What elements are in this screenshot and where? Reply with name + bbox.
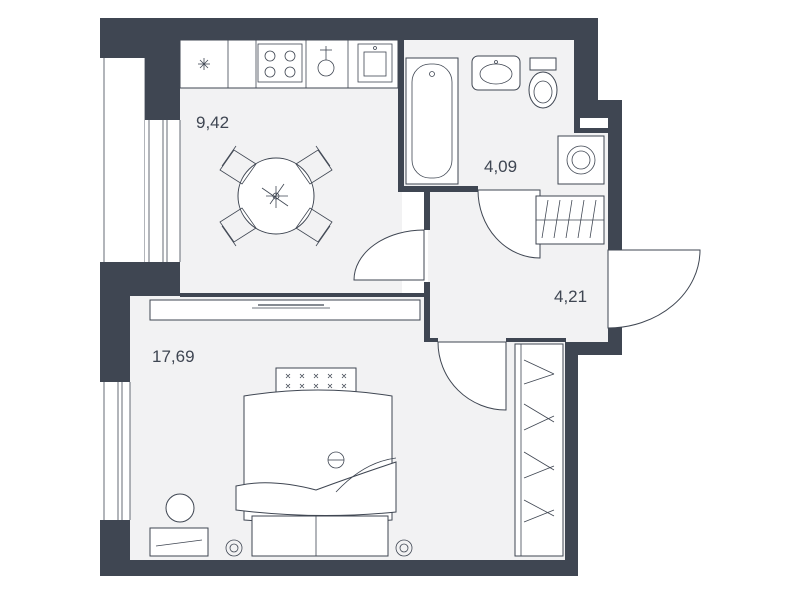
kitchen-area-label: 9,42 <box>196 113 229 132</box>
flowers-icon <box>261 183 289 208</box>
faucet-icon <box>317 46 335 77</box>
doors <box>353 189 701 411</box>
bed <box>235 367 397 557</box>
windows <box>100 58 622 520</box>
ball-icon <box>327 451 345 469</box>
living-room-window <box>100 382 131 520</box>
toilet <box>528 57 558 109</box>
bathroom-door <box>477 189 541 259</box>
lamp-right-icon <box>395 539 413 557</box>
kitchen-counter <box>179 39 399 89</box>
chair-icon <box>219 207 257 247</box>
bathroom-area-label: 4,09 <box>484 157 517 176</box>
area-labels: 9,42 4,09 4,21 17,69 <box>152 113 587 366</box>
bathtub <box>405 57 459 185</box>
nightstand-left <box>149 493 209 557</box>
entrance-door <box>607 249 701 329</box>
closet <box>514 343 564 557</box>
lamp-left-icon <box>225 539 243 557</box>
chair-icon <box>295 145 333 185</box>
stove-icon <box>257 43 303 83</box>
walls <box>100 18 622 576</box>
dining-table <box>219 145 333 247</box>
washing-machine <box>557 135 605 185</box>
living-room-door <box>437 341 507 411</box>
kitchen-door <box>353 229 425 281</box>
kitchen-window <box>100 58 181 262</box>
chair-icon <box>219 145 257 185</box>
hallway-wardrobe <box>535 195 605 245</box>
living-room-area-label: 17,69 <box>152 347 195 366</box>
washbasin <box>471 55 521 91</box>
tv-stand <box>149 299 421 321</box>
hallway-area-label: 4,21 <box>554 287 587 306</box>
fridge-icon <box>198 58 210 70</box>
sink-icon <box>357 43 393 83</box>
chair-icon <box>295 207 333 247</box>
